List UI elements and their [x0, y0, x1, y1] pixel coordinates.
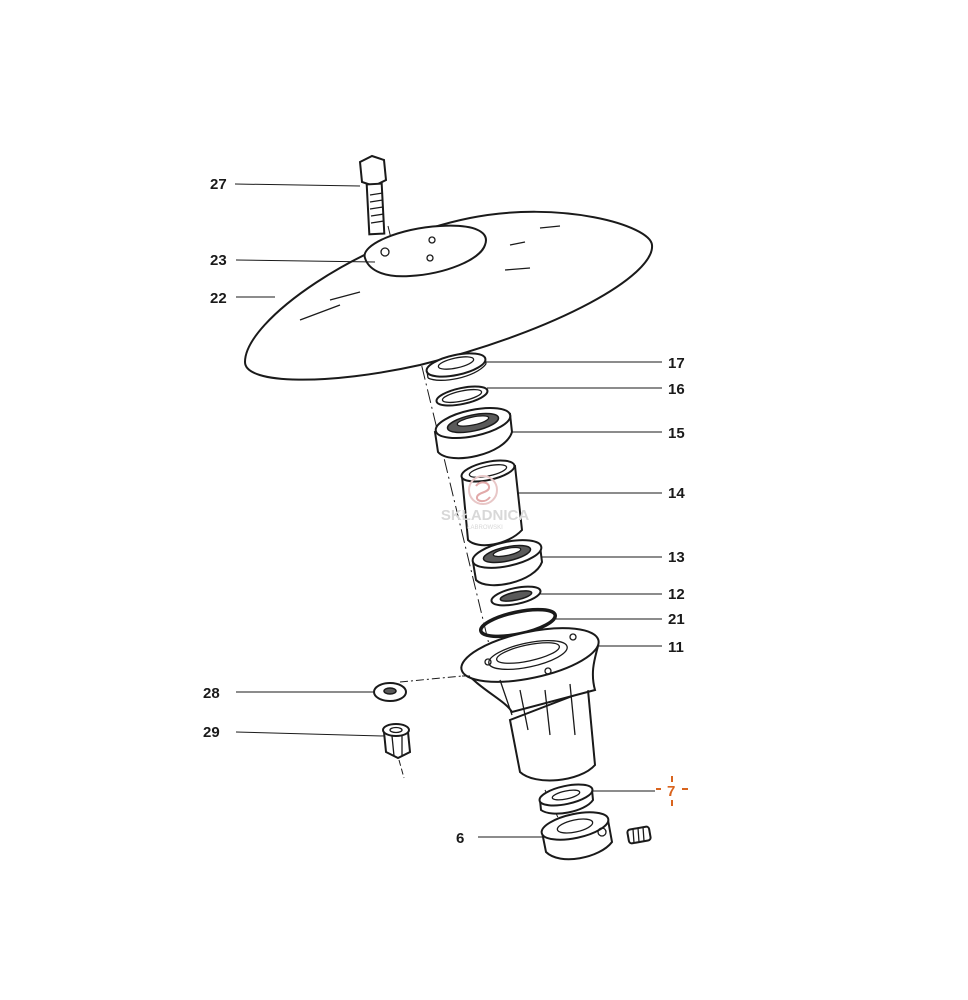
label-22: 22: [210, 290, 227, 307]
label-17: 17: [668, 355, 685, 372]
label-29: 29: [203, 724, 220, 741]
label-6: 6: [456, 830, 464, 847]
bearing-part-13: [471, 539, 544, 587]
bearing-part-15: [433, 407, 514, 460]
circlip-part-16: [435, 385, 489, 407]
highlight-marker-7: [656, 776, 688, 806]
label-12: 12: [668, 586, 685, 603]
set-screw: [626, 825, 652, 845]
plate-part-23: [363, 224, 487, 278]
washer-part-28: [373, 682, 407, 702]
watermark: SKŁADNICA ŁABROWSKI: [441, 475, 529, 531]
seal-part-12: [490, 585, 542, 607]
label-21: 21: [668, 611, 685, 628]
collar-part-6: [540, 811, 614, 861]
washer-part-7: [538, 783, 595, 815]
label-15: 15: [668, 425, 685, 442]
leader-lines: [234, 183, 662, 838]
label-28: 28: [203, 685, 220, 702]
part-labels: 27 23 22 17 16 15 14 13 12 21 11 28 29 7…: [203, 176, 685, 847]
label-13: 13: [668, 549, 685, 566]
seal-part-17: [425, 352, 487, 381]
watermark-brand: SKŁADNICA: [441, 507, 529, 524]
label-27: 27: [210, 176, 227, 193]
label-16: 16: [668, 381, 685, 398]
bolt-part-27: [358, 154, 388, 236]
nut-part-29: [382, 723, 412, 760]
disc-part-22: [243, 210, 654, 381]
hub-housing-part-11: [460, 627, 600, 782]
label-7: 7: [667, 783, 675, 800]
watermark-sub: ŁABROWSKI: [467, 525, 503, 531]
label-23: 23: [210, 252, 227, 269]
label-11: 11: [668, 639, 684, 656]
label-14: 14: [668, 485, 685, 502]
